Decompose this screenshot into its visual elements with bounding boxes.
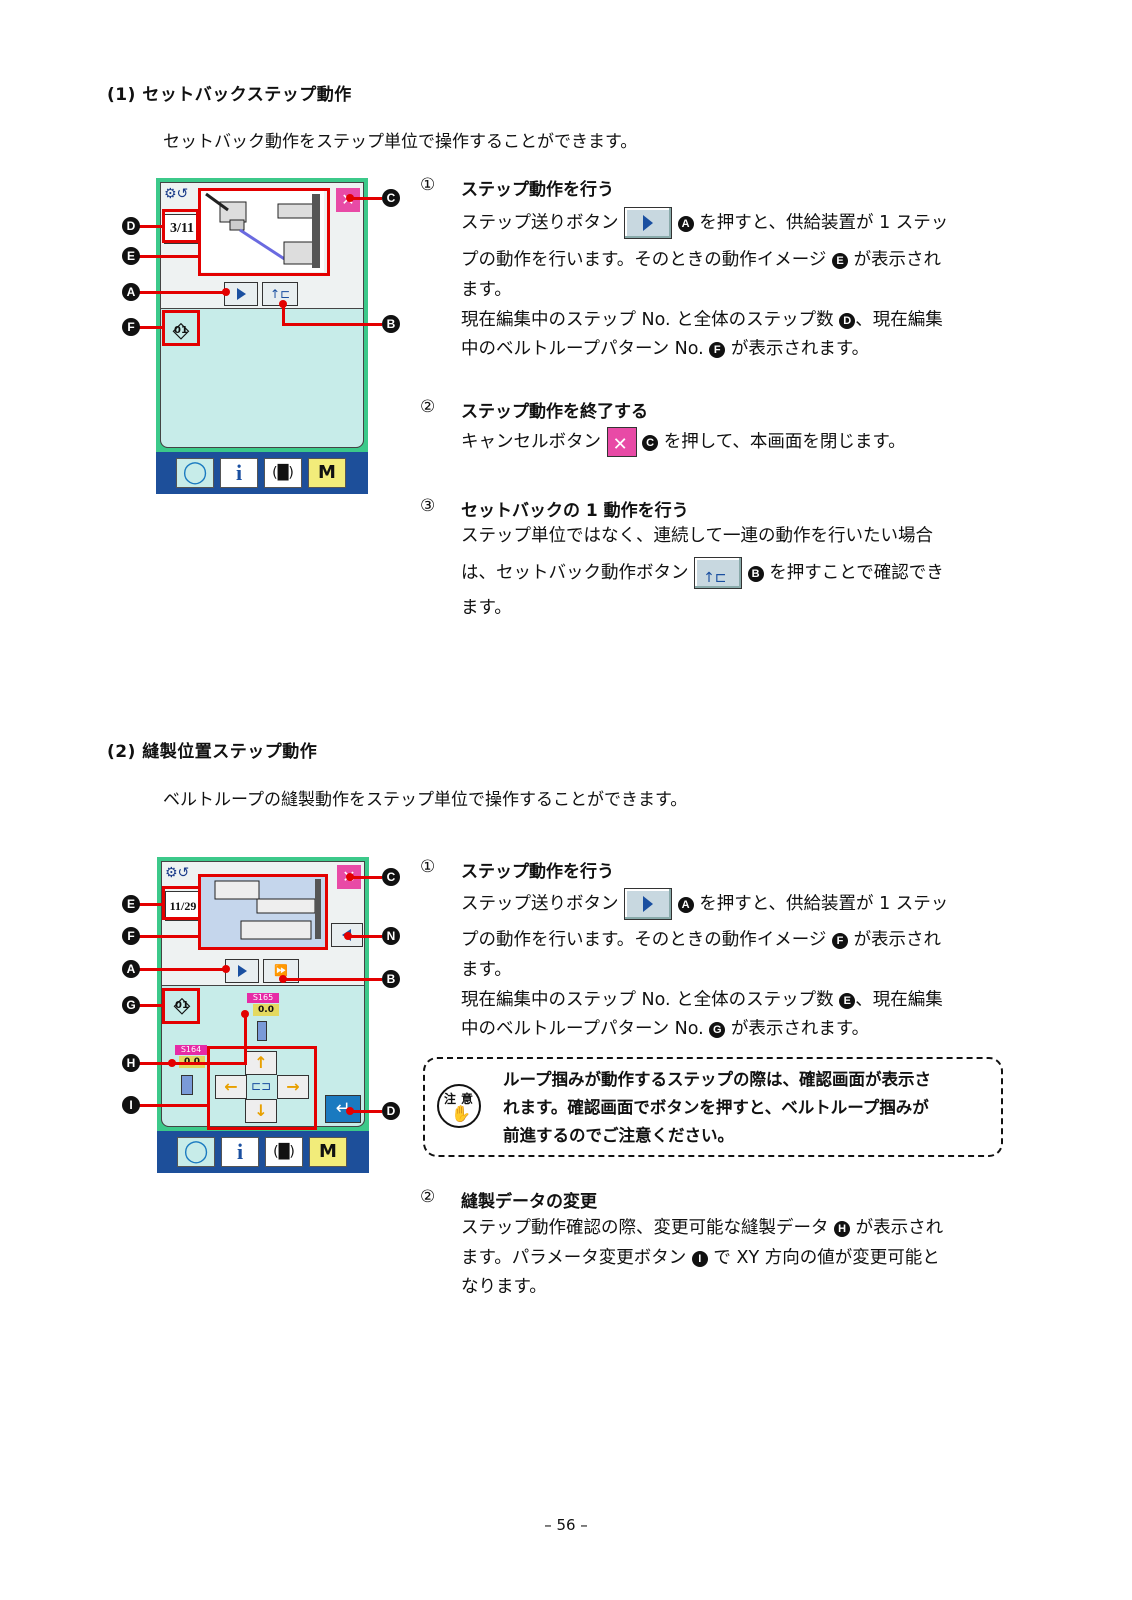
marker-e2: E xyxy=(122,895,140,913)
screen2-mode-button[interactable]: M xyxy=(309,1137,347,1167)
callout-box-e2 xyxy=(162,886,201,920)
item1-line5: 中のベルトループパターン No. F が表示されます。 xyxy=(461,339,870,359)
marker-g2: G xyxy=(122,996,140,1014)
screen1-motion-image xyxy=(200,190,324,272)
section1-heading: (1) セットバックステップ動作 xyxy=(107,85,352,105)
item3-line2: は、セットバック動作ボタン ↑⊏ B を押すことで確認でき xyxy=(461,557,944,589)
s2-item1-line4: 現在編集中のステップ No. と全体のステップ数 E、現在編集 xyxy=(461,990,943,1010)
screen2-info-button[interactable]: i xyxy=(221,1137,259,1167)
s2-item2-title: 縫製データの変更 xyxy=(461,1192,597,1212)
marker-d2: D xyxy=(382,1102,400,1120)
s2-item1-line1: ステップ送りボタン A を押すと、供給装置が 1 ステッ xyxy=(461,888,948,920)
screen1-pattern-icon: ◇ xyxy=(172,318,190,343)
marker-e1: E xyxy=(122,247,140,265)
item1-line3: ます。 xyxy=(461,280,512,300)
cancel-button-icon xyxy=(606,427,637,460)
screen1-mode-button[interactable]: M xyxy=(308,458,346,488)
item2-title: ステップ動作を終了する xyxy=(461,402,648,422)
marker-b1: B xyxy=(382,315,400,333)
screen2-s164-label: S164 xyxy=(175,1045,207,1055)
screen2-position-icon: ⊏⊐ xyxy=(250,1079,272,1093)
item3-title: セットバックの 1 動作を行う xyxy=(461,501,689,521)
setback-button-icon: ↑⊏ xyxy=(694,557,743,589)
section2-heading: (2) 縫製位置ステップ動作 xyxy=(107,742,318,762)
s2-item1-line2: プの動作を行います。そのときの動作イメージ F が表示され xyxy=(461,930,942,950)
caution-icon: 注 意 ✋ xyxy=(437,1084,481,1128)
screen2-s165-value: 0.0 xyxy=(253,1004,279,1016)
item1-line1: ステップ送りボタン A を押すと、供給装置が 1 ステッ xyxy=(461,207,948,239)
item1-line4: 現在編集中のステップ No. と全体のステップ数 D、現在編集 xyxy=(461,310,943,330)
item2-line1: キャンセルボタン C を押して、本画面を閉じます。 xyxy=(461,427,906,460)
screen1-bottom-bar: ◯ i (█) M xyxy=(156,452,368,494)
page-number: – 56 – xyxy=(544,1516,588,1534)
screen2-left-button[interactable]: ← xyxy=(215,1075,247,1099)
screen2-down-button[interactable]: ↓ xyxy=(245,1099,277,1123)
screen1-pattern-no: 01 xyxy=(174,325,188,336)
caution-box xyxy=(423,1057,1003,1157)
callout-box-f1 xyxy=(162,310,200,346)
callout-box-e1 xyxy=(198,188,330,276)
screen2-mode-icon: ⚙↺ xyxy=(165,865,190,881)
marker-d1: D xyxy=(122,217,140,235)
screen2-enter-button[interactable]: ↵ xyxy=(325,1095,361,1123)
screen1-info-button[interactable]: i xyxy=(220,458,258,488)
s2-item2-num: ② xyxy=(420,1187,436,1207)
screen2-motion-image xyxy=(201,875,325,947)
marker-f2: F xyxy=(122,927,140,945)
screen2-pattern-no: 01 xyxy=(175,1000,189,1011)
screen1-mode-icon: ⚙↺ xyxy=(164,186,189,202)
item1-title: ステップ動作を行う xyxy=(461,180,614,200)
item3-line1: ステップ単位ではなく、連続して一連の動作を行いたい場合 xyxy=(461,526,933,546)
s2-item1-num: ① xyxy=(420,857,436,877)
callout-box-g2 xyxy=(162,988,200,1024)
item3-line3: ます。 xyxy=(461,598,512,618)
s2-item1-line3: ます。 xyxy=(461,960,512,980)
marker-c2: C xyxy=(382,868,400,886)
marker-a2: A xyxy=(122,960,140,978)
marker-i2: I xyxy=(122,1096,140,1114)
item2-num: ② xyxy=(420,397,436,417)
screen2: ⚙↺ 11/29 ✕ ⏩ ◇ 01 S165 0.0 S164 0.0 ↑ ← … xyxy=(157,857,369,1173)
screen1-comm-icon[interactable]: (█) xyxy=(264,458,302,488)
screen2-step-count: 11/29 xyxy=(165,891,201,921)
screen1-reset-icon[interactable]: ◯ xyxy=(176,458,214,488)
screen2-pattern-icon: ◇ xyxy=(173,993,191,1018)
s2-item1-title: ステップ動作を行う xyxy=(461,862,614,882)
callout-box-d1 xyxy=(162,209,199,243)
s2-item2-line2: ます。パラメータ変更ボタン I で XY 方向の値が変更可能と xyxy=(461,1248,940,1268)
screen2-comm-icon[interactable]: (█) xyxy=(265,1137,303,1167)
marker-n2: N xyxy=(382,927,400,945)
callout-box-i2 xyxy=(207,1046,317,1130)
s2-item2-line3: なります。 xyxy=(461,1277,547,1297)
s2-step-forward-button-icon xyxy=(624,888,673,920)
step-forward-button-icon xyxy=(624,207,673,239)
caution-text: ループ掴みが動作するステップの際は、確認画面が表示さ れます。確認画面でボタンを… xyxy=(503,1070,932,1145)
screen2-bottom-bar: ◯ i (█) M xyxy=(157,1131,369,1173)
s2-item2-line1: ステップ動作確認の際、変更可能な縫製データ H が表示され xyxy=(461,1218,944,1238)
s2-item1-line5: 中のベルトループパターン No. G が表示されます。 xyxy=(461,1019,870,1039)
marker-h2: H xyxy=(122,1054,140,1072)
item1-line2: プの動作を行います。そのときの動作イメージ E が表示され xyxy=(461,250,942,270)
screen2-right-button[interactable]: → xyxy=(277,1075,309,1099)
section2-intro: ベルトループの縫製動作をステップ単位で操作することができます。 xyxy=(163,790,688,810)
marker-f1: F xyxy=(122,318,140,336)
marker-b2: B xyxy=(382,970,400,988)
section1-intro: セットバック動作をステップ単位で操作することができます。 xyxy=(163,132,638,152)
marker-a1: A xyxy=(122,283,140,301)
item3-num: ③ xyxy=(420,496,436,516)
screen2-reset-icon[interactable]: ◯ xyxy=(177,1137,215,1167)
item1-num: ① xyxy=(420,175,436,195)
callout-box-f2 xyxy=(198,874,328,950)
screen1: ⚙↺ 3/11 ✕ ↑⊏ ◇ 01 ◯ i (█) M xyxy=(156,178,368,494)
marker-c1: C xyxy=(382,189,400,207)
screen2-s165-label: S165 xyxy=(247,993,279,1003)
screen2-step-forward-button[interactable] xyxy=(225,959,259,983)
